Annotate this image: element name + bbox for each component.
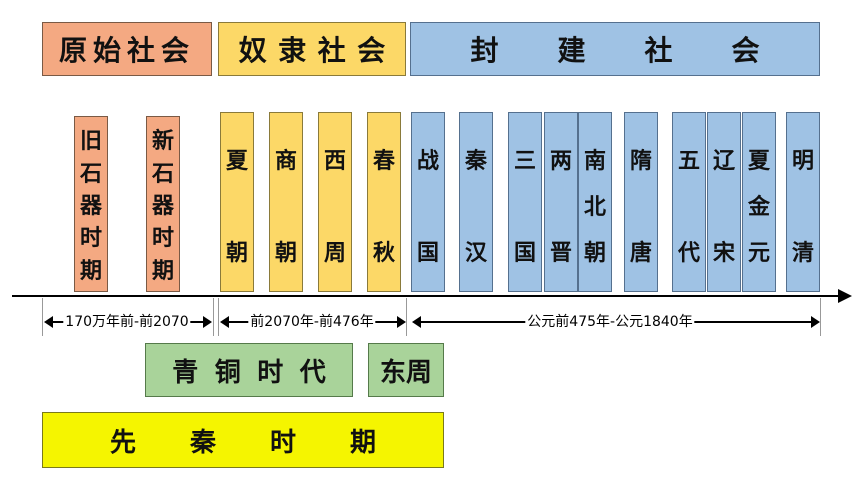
period-char: 器 bbox=[151, 193, 174, 219]
range-primitive: 170万年前-前2070 bbox=[42, 311, 212, 333]
period-western-zhou: 西 周 bbox=[318, 112, 352, 292]
range-divider bbox=[218, 298, 219, 336]
period-char: 国 bbox=[513, 241, 536, 266]
period-char: 两 bbox=[549, 149, 572, 174]
period-char: 时 bbox=[79, 226, 102, 252]
period-char: 晋 bbox=[549, 241, 572, 266]
left-arrow-icon bbox=[220, 316, 229, 328]
feudal-society-char: 建 bbox=[557, 34, 586, 67]
period-char: 西 bbox=[323, 149, 346, 174]
period-char: 夏 bbox=[747, 149, 770, 174]
period-char: 朝 bbox=[583, 241, 606, 266]
range-label: 前2070年-前476年 bbox=[248, 311, 376, 331]
period-char: 战 bbox=[416, 149, 439, 174]
period-char: 宋 bbox=[712, 241, 735, 266]
period-liao-song: 辽 宋 bbox=[707, 112, 741, 292]
period-nanbei: 南 北 朝 bbox=[578, 112, 612, 292]
range-feudal: 公元前475年-公元1840年 bbox=[410, 311, 820, 333]
period-char: 清 bbox=[791, 241, 814, 266]
period-char: 南 bbox=[583, 149, 606, 174]
eastern-zhou-label: 东周 bbox=[379, 357, 432, 388]
period-spring-autumn: 春 秋 bbox=[367, 112, 401, 292]
period-neolithic: 新 石 器 时 期 bbox=[146, 116, 180, 292]
bronze-age-char: 代 bbox=[299, 357, 326, 388]
pre-qin-box: 先 秦 时 期 bbox=[42, 412, 444, 468]
period-three-kingdoms: 三 国 bbox=[508, 112, 542, 292]
period-char: 新 bbox=[151, 129, 174, 155]
right-arrow-icon bbox=[397, 316, 406, 328]
bronze-age-char: 青 bbox=[172, 357, 199, 388]
period-xia-jin-yuan: 夏 金 元 bbox=[742, 112, 776, 292]
period-char: 代 bbox=[677, 241, 700, 266]
right-arrow-icon bbox=[203, 316, 212, 328]
period-char: 元 bbox=[747, 241, 770, 266]
period-char: 期 bbox=[151, 258, 174, 284]
slave-society-char: 奴 bbox=[238, 34, 267, 67]
bronze-age-char: 铜 bbox=[214, 357, 241, 388]
pre-qin-char: 先 bbox=[109, 427, 136, 458]
left-arrow-icon bbox=[412, 316, 421, 328]
timeline-arrowhead bbox=[838, 289, 852, 303]
range-divider bbox=[820, 298, 821, 336]
pre-qin-char: 期 bbox=[349, 427, 376, 458]
period-jin: 两 晋 bbox=[544, 112, 578, 292]
period-char: 辽 bbox=[712, 149, 735, 174]
primitive-society-box: 原始社会 bbox=[42, 22, 212, 76]
period-char: 明 bbox=[791, 149, 814, 174]
period-five-dynasties: 五 代 bbox=[672, 112, 706, 292]
period-char: 朝 bbox=[274, 241, 297, 266]
period-char: 秦 bbox=[464, 149, 487, 174]
period-char: 时 bbox=[151, 226, 174, 252]
left-arrow-icon bbox=[44, 316, 53, 328]
period-char: 汉 bbox=[464, 241, 487, 266]
range-divider bbox=[42, 298, 43, 336]
period-char: 夏 bbox=[225, 149, 248, 174]
slave-society-char: 会 bbox=[357, 34, 386, 67]
period-warring-states: 战 国 bbox=[411, 112, 445, 292]
period-xia: 夏 朝 bbox=[220, 112, 254, 292]
period-char: 周 bbox=[323, 241, 346, 266]
period-char: 期 bbox=[79, 258, 102, 284]
period-sui-tang: 隋 唐 bbox=[624, 112, 658, 292]
range-label: 170万年前-前2070 bbox=[63, 311, 191, 331]
feudal-society-char: 社 bbox=[644, 34, 673, 67]
period-char: 石 bbox=[151, 161, 174, 187]
period-paleolithic: 旧 石 器 时 期 bbox=[74, 116, 108, 292]
slave-society-char: 隶 bbox=[278, 34, 307, 67]
period-char: 五 bbox=[677, 149, 700, 174]
period-shang: 商 朝 bbox=[269, 112, 303, 292]
feudal-society-box: 封 建 社 会 bbox=[410, 22, 820, 76]
feudal-society-char: 封 bbox=[470, 34, 499, 67]
period-char: 石 bbox=[79, 161, 102, 187]
slave-society-box: 奴 隶 社 会 bbox=[218, 22, 406, 76]
slave-society-char: 社 bbox=[317, 34, 346, 67]
feudal-society-char: 会 bbox=[731, 34, 760, 67]
period-char: 国 bbox=[416, 241, 439, 266]
period-char: 三 bbox=[513, 149, 536, 174]
period-char: 秋 bbox=[372, 241, 395, 266]
bronze-age-box: 青 铜 时 代 bbox=[145, 343, 353, 397]
period-char: 隋 bbox=[629, 149, 652, 174]
period-qin-han: 秦 汉 bbox=[459, 112, 493, 292]
range-divider bbox=[213, 298, 214, 336]
range-slave: 前2070年-前476年 bbox=[218, 311, 406, 333]
period-char: 器 bbox=[79, 193, 102, 219]
bronze-age-char: 时 bbox=[257, 357, 284, 388]
period-char: 唐 bbox=[629, 241, 652, 266]
pre-qin-char: 秦 bbox=[189, 427, 216, 458]
period-char: 商 bbox=[274, 149, 297, 174]
range-divider bbox=[406, 298, 407, 336]
timeline-axis bbox=[12, 295, 844, 297]
pre-qin-char: 时 bbox=[269, 427, 296, 458]
period-char: 朝 bbox=[225, 241, 248, 266]
right-arrow-icon bbox=[811, 316, 820, 328]
primitive-society-label: 原始社会 bbox=[58, 34, 195, 67]
period-char: 春 bbox=[372, 149, 395, 174]
range-label: 公元前475年-公元1840年 bbox=[525, 311, 695, 331]
period-char: 北 bbox=[583, 195, 606, 220]
eastern-zhou-box: 东周 bbox=[368, 343, 444, 397]
period-char: 旧 bbox=[79, 129, 102, 155]
period-char: 金 bbox=[747, 195, 770, 220]
period-ming-qing: 明 清 bbox=[786, 112, 820, 292]
